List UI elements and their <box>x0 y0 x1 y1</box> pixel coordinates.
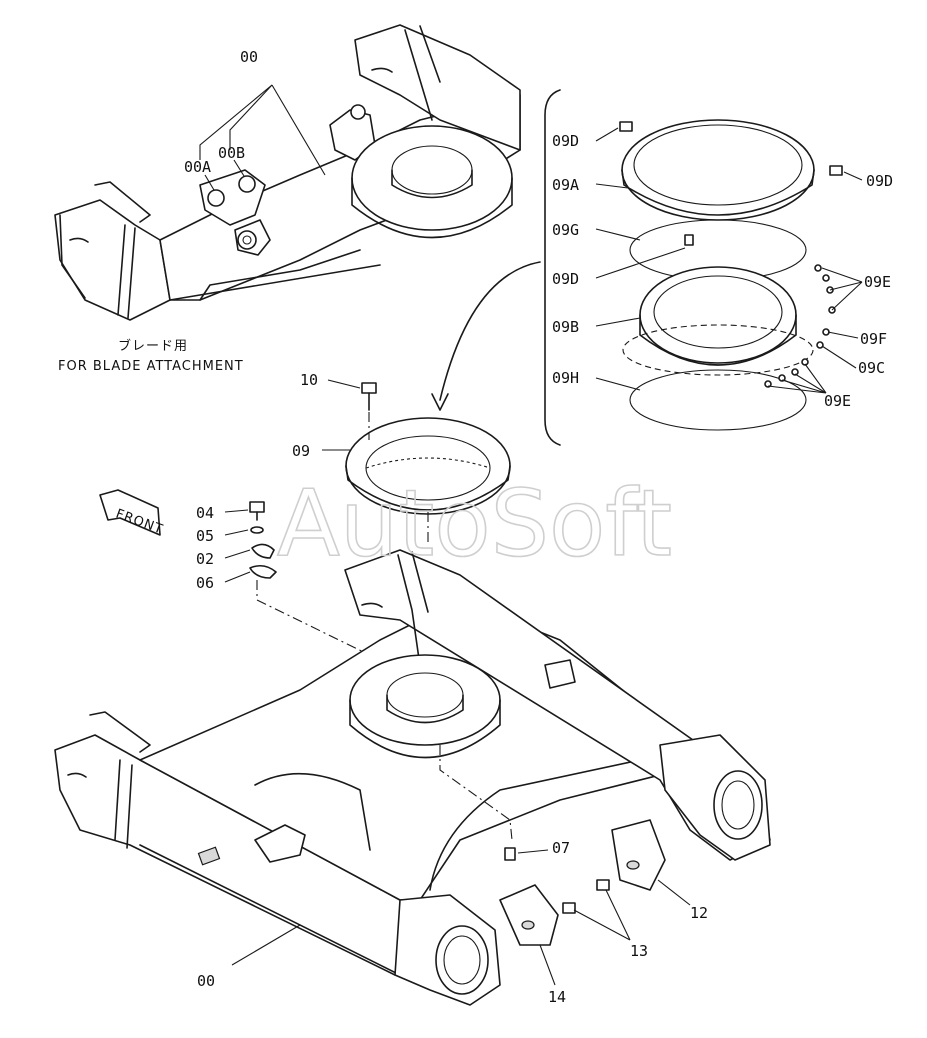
blade-note-en: FOR BLADE ATTACHMENT <box>58 359 244 374</box>
label-04: 04 <box>196 504 214 522</box>
label-09E-1: 09E <box>864 273 891 291</box>
label-09C: 09C <box>858 359 885 377</box>
label-00-bottom: 00 <box>197 972 215 990</box>
label-07: 07 <box>552 839 570 857</box>
label-09F: 09F <box>860 330 887 348</box>
label-09D-1: 09D <box>552 132 579 150</box>
label-12: 12 <box>690 904 708 922</box>
label-05: 05 <box>196 527 214 545</box>
label-00-top: 00 <box>240 48 258 66</box>
label-00A: 00A <box>184 158 211 176</box>
label-09D-right: 09D <box>866 172 893 190</box>
label-09E-2: 09E <box>824 392 851 410</box>
label-10: 10 <box>300 371 318 389</box>
label-09B: 09B <box>552 318 579 336</box>
label-09D-2: 09D <box>552 270 579 288</box>
label-09G: 09G <box>552 221 579 239</box>
label-14: 14 <box>548 988 566 1006</box>
bearing-detail <box>431 89 863 446</box>
label-06: 06 <box>196 574 214 592</box>
watermark: AutoSoft <box>277 470 672 577</box>
label-09: 09 <box>292 442 310 460</box>
blade-note-jp: ブレード用 <box>118 338 188 354</box>
label-09A: 09A <box>552 176 579 194</box>
swing-bearing <box>99 379 511 661</box>
label-02: 02 <box>196 550 214 568</box>
upper-frame-blade <box>54 24 521 321</box>
lower-frame <box>54 549 771 1006</box>
label-00B: 00B <box>218 144 245 162</box>
label-13: 13 <box>630 942 648 960</box>
label-09H: 09H <box>552 369 579 387</box>
